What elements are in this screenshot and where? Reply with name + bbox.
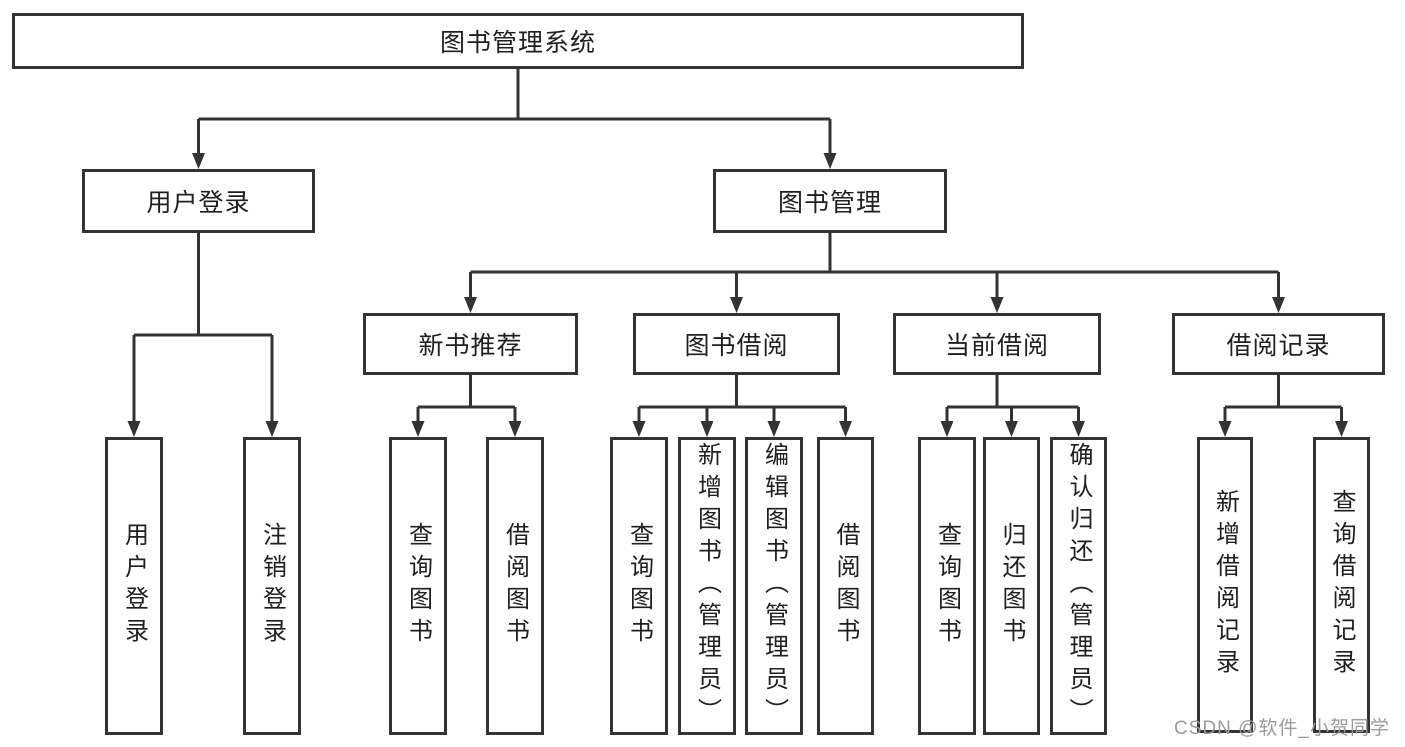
edge-root xyxy=(197,69,832,156)
arrowhead-user-login xyxy=(192,153,205,169)
arrowhead-v-return-book xyxy=(1005,421,1018,437)
node-label: 新增图书（管理员） xyxy=(693,442,721,730)
arrowhead-current-borrowing xyxy=(990,297,1004,313)
node-v-return-book: 归还图书 xyxy=(983,437,1040,735)
node-label: 借阅图书 xyxy=(501,522,529,650)
edge-book-management xyxy=(469,233,1280,300)
node-label: 归还图书 xyxy=(998,522,1025,650)
edge-current-borrowing xyxy=(945,375,1080,424)
arrowhead-new-book-recommend xyxy=(464,297,477,313)
node-label: 注销登录 xyxy=(258,522,286,650)
node-v-confirm-return: 确认归还（管理员） xyxy=(1050,437,1107,735)
node-label: 图书借阅 xyxy=(684,332,789,360)
arrowhead-v-user-login xyxy=(127,421,141,437)
node-label: 新书推荐 xyxy=(418,332,523,360)
edge-new-book-recommend xyxy=(416,375,517,424)
node-label: 当前借阅 xyxy=(944,332,1049,360)
node-v-query-book-1: 查询图书 xyxy=(389,437,447,735)
arrowhead-v-logout xyxy=(265,421,279,437)
node-v-add-book: 新增图书（管理员） xyxy=(678,437,736,735)
arrowhead-v-edit-book xyxy=(767,421,781,437)
arrowhead-book-management xyxy=(823,153,837,169)
arrowhead-v-query-book-3 xyxy=(940,421,954,437)
node-book-borrowing: 图书借阅 xyxy=(633,313,840,375)
node-current-borrowing: 当前借阅 xyxy=(893,313,1101,375)
node-label: 用户登录 xyxy=(146,189,251,217)
node-label: 编辑图书（管理员） xyxy=(760,442,788,730)
node-v-edit-book: 编辑图书（管理员） xyxy=(745,437,803,735)
watermark: CSDN @软件_小贺同学 xyxy=(1174,718,1390,739)
node-label: 借阅记录 xyxy=(1226,332,1331,360)
arrowhead-borrowing-records xyxy=(1272,297,1285,313)
edge-borrowing-records xyxy=(1223,375,1343,424)
arrowhead-book-borrowing xyxy=(730,297,743,313)
node-label: 用户登录 xyxy=(120,522,148,650)
node-label: 借阅图书 xyxy=(832,522,859,650)
arrowhead-v-query-book-1 xyxy=(411,421,425,437)
node-label: 查询图书 xyxy=(404,522,432,650)
node-book-management: 图书管理 xyxy=(713,169,947,233)
node-v-user-login: 用户登录 xyxy=(105,437,163,735)
node-v-borrow-book-2: 借阅图书 xyxy=(817,437,874,735)
node-label: 查询图书 xyxy=(933,522,961,650)
arrowhead-v-query-book-2 xyxy=(632,421,646,437)
node-label: 新增借阅记录 xyxy=(1211,489,1239,681)
node-label: 查询借阅记录 xyxy=(1328,489,1355,681)
arrowhead-v-confirm-return xyxy=(1072,421,1085,437)
node-root: 图书管理系统 xyxy=(12,13,1024,69)
node-v-borrow-book-1: 借阅图书 xyxy=(486,437,544,735)
node-v-query-borrow-record: 查询借阅记录 xyxy=(1313,437,1370,733)
node-v-add-borrow-record: 新增借阅记录 xyxy=(1197,437,1253,733)
node-v-query-book-3: 查询图书 xyxy=(918,437,976,735)
node-label: 图书管理 xyxy=(777,189,882,217)
node-label: 图书管理系统 xyxy=(439,29,596,57)
node-v-logout: 注销登录 xyxy=(243,437,301,735)
node-borrowing-records: 借阅记录 xyxy=(1172,313,1385,375)
arrowhead-v-query-borrow-record xyxy=(1335,421,1348,437)
arrowhead-v-borrow-book-2 xyxy=(839,421,852,437)
node-v-query-book-2: 查询图书 xyxy=(610,437,668,735)
node-label: 查询图书 xyxy=(625,522,653,650)
edge-user-login xyxy=(132,233,274,424)
arrowhead-v-add-book xyxy=(700,421,714,437)
arrowhead-v-borrow-book-1 xyxy=(508,421,522,437)
node-new-book-recommend: 新书推荐 xyxy=(363,313,578,375)
arrowhead-v-add-borrow-record xyxy=(1218,421,1232,437)
node-label: 确认归还（管理员） xyxy=(1065,442,1092,730)
edge-book-borrowing xyxy=(637,375,847,424)
node-user-login: 用户登录 xyxy=(82,169,315,233)
